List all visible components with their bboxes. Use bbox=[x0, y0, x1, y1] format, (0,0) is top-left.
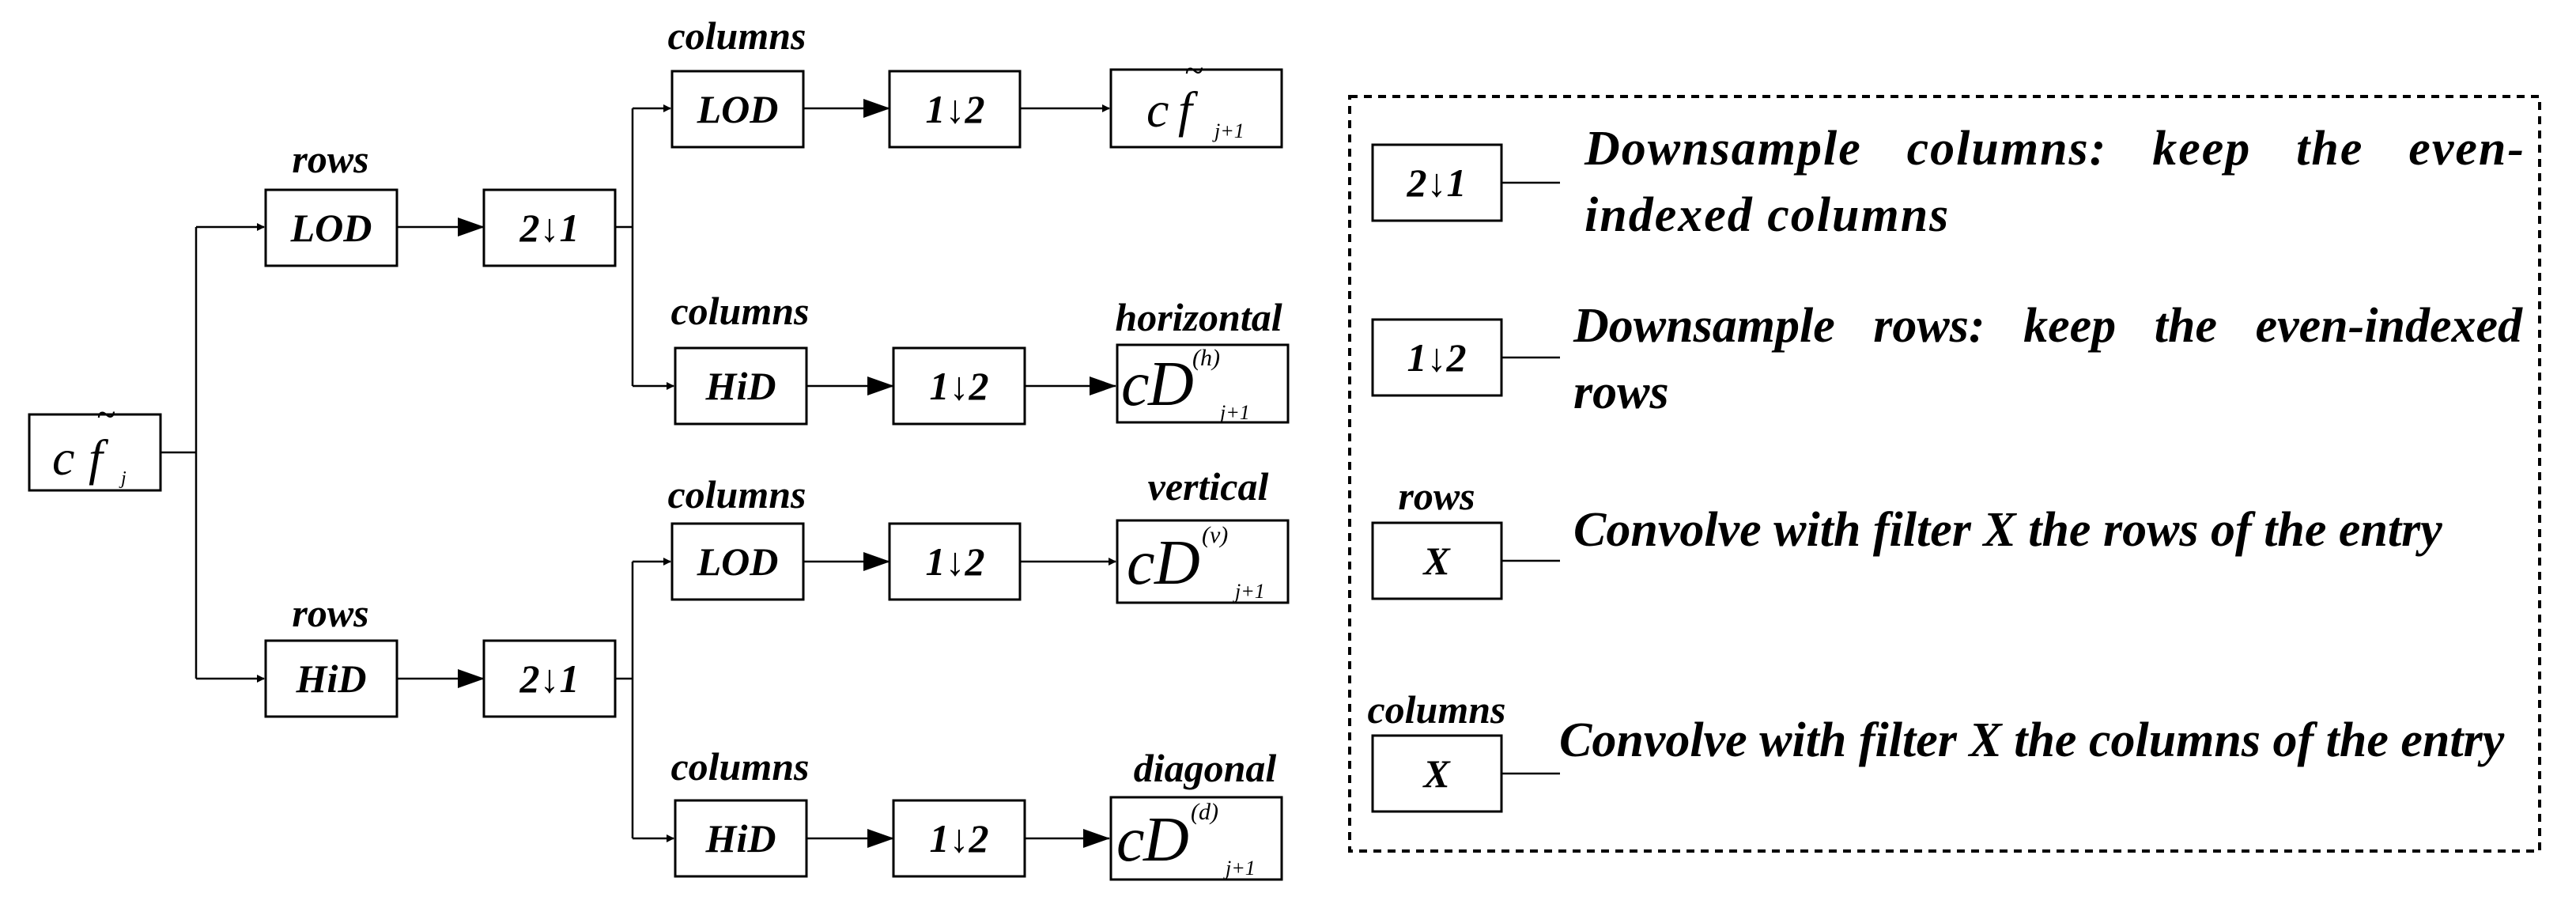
filter-lod-columns-a: LOD bbox=[697, 87, 779, 131]
diagonal-D: D bbox=[1143, 805, 1189, 875]
legend: 2↓1 1↓2 rows X columns X bbox=[1348, 95, 2541, 853]
caption-rows-bottom: rows bbox=[292, 591, 368, 635]
filter-hid-columns-d: HiD bbox=[705, 816, 776, 861]
legend-symbol-x-rows: X bbox=[1422, 539, 1451, 583]
diagonal-c: c bbox=[1116, 805, 1145, 875]
vertical-c: c bbox=[1127, 528, 1155, 598]
legend-text-downsample-columns: Downsample columns: keep the even-indexe… bbox=[1585, 122, 2525, 242]
caption-diagonal: diagonal bbox=[1134, 746, 1277, 790]
filter-lod-columns-c: LOD bbox=[697, 539, 779, 584]
caption-columns-d: columns bbox=[670, 744, 809, 789]
input-c: c bbox=[52, 429, 74, 486]
filter-hid-columns-b: HiD bbox=[705, 364, 776, 408]
vertical-sup: (v) bbox=[1202, 522, 1228, 548]
tilde-glyph: ~ bbox=[1184, 51, 1203, 90]
branch-bottom: rows HiD 2↓1 bbox=[264, 591, 617, 718]
downsample-1-2-c: 1↓2 bbox=[926, 539, 985, 584]
filter-hid-rows: HiD bbox=[296, 656, 367, 701]
legend-caption-columns: columns bbox=[1367, 687, 1505, 732]
approx-c: c bbox=[1146, 81, 1169, 138]
output-diagonal: diagonal c D (d) j+1 bbox=[1109, 746, 1283, 881]
approx-sub: j+1 bbox=[1212, 119, 1245, 142]
legend-text-convolve-columns: Convolve with filter X the columns of th… bbox=[1559, 713, 2505, 767]
caption-columns-c: columns bbox=[667, 472, 806, 516]
downsample-2-1-top: 2↓1 bbox=[519, 206, 580, 250]
stage2-a: columns LOD 1↓2 bbox=[667, 13, 1022, 149]
caption-columns-a: columns bbox=[667, 13, 806, 58]
caption-columns-b: columns bbox=[670, 289, 809, 333]
caption-rows-top: rows bbox=[292, 137, 368, 181]
caption-vertical: vertical bbox=[1148, 464, 1269, 509]
diagonal-sup: (d) bbox=[1191, 799, 1218, 825]
connection-wires bbox=[161, 99, 1116, 848]
horizontal-sup: (h) bbox=[1192, 345, 1220, 371]
legend-symbol-x-columns: X bbox=[1422, 751, 1451, 796]
input-node: c f ~ j bbox=[28, 395, 162, 492]
downsample-1-2-b: 1↓2 bbox=[930, 364, 989, 408]
output-vertical: vertical c D (v) j+1 bbox=[1116, 464, 1290, 604]
output-horizontal: horizontal c D (h) j+1 bbox=[1115, 295, 1290, 424]
stage2-b: columns HiD 1↓2 bbox=[670, 289, 1026, 426]
legend-text-downsample-rows: Downsample rows: keep the even-indexed r… bbox=[1573, 299, 2522, 419]
diagonal-sub: j+1 bbox=[1223, 857, 1256, 880]
filter-lod-rows: LOD bbox=[290, 206, 372, 250]
legend-symbol-1-2: 1↓2 bbox=[1407, 335, 1467, 380]
horizontal-c: c bbox=[1121, 350, 1150, 419]
downsample-2-1-bottom: 2↓1 bbox=[519, 656, 580, 701]
caption-horizontal: horizontal bbox=[1115, 295, 1282, 339]
legend-text-convolve-rows: Convolve with filter X the rows of the e… bbox=[1573, 503, 2442, 557]
downsample-1-2-a: 1↓2 bbox=[926, 87, 985, 131]
branch-top: rows LOD 2↓1 bbox=[264, 137, 617, 267]
stage2-c: columns LOD 1↓2 bbox=[667, 472, 1022, 601]
output-approx: c f ~ j+1 bbox=[1109, 51, 1283, 149]
legend-caption-rows: rows bbox=[1398, 474, 1475, 518]
downsample-1-2-d: 1↓2 bbox=[930, 816, 989, 861]
legend-border bbox=[1348, 95, 2541, 853]
horizontal-sub: j+1 bbox=[1218, 401, 1250, 424]
input-sub: j bbox=[119, 468, 127, 489]
vertical-sub: j+1 bbox=[1233, 580, 1265, 603]
stage2-d: columns HiD 1↓2 bbox=[670, 744, 1026, 878]
tilde-glyph: ~ bbox=[96, 395, 115, 434]
vertical-D: D bbox=[1154, 528, 1200, 598]
horizontal-D: D bbox=[1147, 350, 1194, 419]
legend-symbol-2-1: 2↓1 bbox=[1407, 161, 1467, 205]
